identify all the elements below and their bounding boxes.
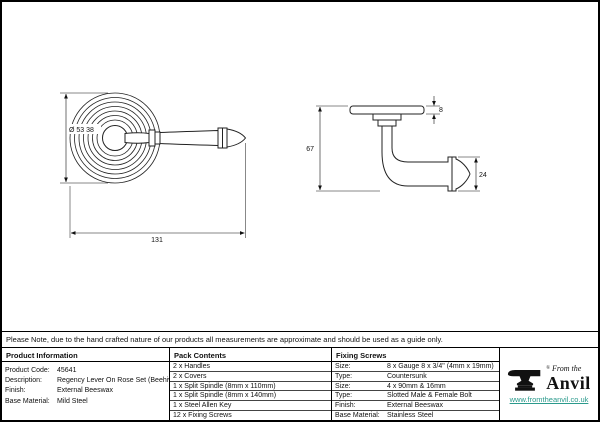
row-label: Finish: [335,402,356,410]
lever-front [124,127,247,149]
row-value: Countersunk [387,372,427,380]
side-view [349,105,471,192]
product-info-header: Product Information [2,348,169,362]
table-row: Base Material: Stainless Steel [332,411,499,420]
pack-item: 1 x Steel Allen Key [170,401,331,412]
pack-item: 12 x Fixing Screws [173,412,232,420]
row-value: External Beeswax [387,402,444,410]
table-row: Type: Countersunk [332,372,499,382]
fixing-screws-column: Fixing Screws Size: 8 x Gauge 8 x 3/4" (… [332,348,500,420]
table-row: Type: Slotted Male & Female Bolt [332,391,499,402]
registered-mark: ® [546,365,551,371]
drawing-area: Ø 53 38 131 67 8 24 [2,2,598,331]
front-view [69,92,247,184]
dim-length-label: 131 [151,237,163,244]
row-label: Product Code: [5,366,50,374]
dim-rose-diameter-label: Ø 53 38 [69,127,94,134]
row-label: Size: [335,362,351,370]
row-value: External Beeswax [57,387,114,395]
dim-height-label: 67 [306,146,314,153]
row-value: 4 x 90mm & 16mm [387,382,446,390]
dimension-lines [60,92,480,238]
spec-table: Product Information Product Code: 45641 … [2,348,598,420]
logo-cell: ® From the Anvil www.fromtheanvil.co.uk [500,348,598,420]
pack-item: 1 x Split Spindle (8mm x 110mm) [170,382,331,392]
dimension-labels: Ø 53 38 131 67 8 24 [67,107,487,244]
note-bar: Please Note, due to the hand crafted nat… [2,331,598,348]
row-label: Size: [335,382,351,390]
dim-thickness-label: 8 [439,107,443,114]
brand-anvil: Anvil [546,372,591,393]
row-label: Finish: [5,387,26,395]
table-row: Size: 8 x Gauge 8 x 3/4" (4mm x 19mm) [332,362,499,372]
row-value: Regency Lever On Rose Set (Beehive) [57,376,170,384]
brand-text: ® From the Anvil [546,363,591,393]
row-label: Type: [335,392,353,400]
product-info-body: Product Code: 45641 Description: Regency… [2,362,169,420]
fixing-screws-header: Fixing Screws [332,348,499,362]
row-value: Slotted Male & Female Bolt [387,392,472,400]
row-label: Base Material: [5,397,50,405]
website-link[interactable]: www.fromtheanvil.co.uk [509,394,589,404]
row-label: Base Material: [335,412,380,420]
brand-from-the: ® From the [546,363,582,373]
row-value: Stainless Steel [387,412,434,420]
table-row: Base Material: Mild Steel [2,396,169,406]
table-row: Description: Regency Lever On Rose Set (… [2,375,169,385]
table-row: Finish: External Beeswax [332,401,499,412]
brand-logo: ® From the Anvil [507,363,591,393]
pack-item: 1 x Split Spindle (8mm x 140mm) [170,391,331,402]
technical-drawing: Ø 53 38 131 67 8 24 [60,92,487,244]
dim-grip-label: 24 [479,172,487,179]
row-value: 45641 [57,366,77,374]
product-info-column: Product Information Product Code: 45641 … [2,348,170,420]
pack-item: 2 x Covers [170,372,331,382]
note-text: Please Note, due to the hand crafted nat… [6,335,443,344]
table-row: Size: 4 x 90mm & 16mm [332,382,499,392]
row-value: 8 x Gauge 8 x 3/4" (4mm x 19mm) [387,362,494,370]
anvil-icon [508,369,541,391]
pack-item: 2 x Handles [170,362,331,372]
row-label: Description: [5,376,42,384]
pack-contents-body: 2 x Handles 2 x Covers 1 x Split Spindle… [170,362,331,420]
table-row: Finish: External Beeswax [2,386,169,396]
pack-contents-header: Pack Contents [170,348,331,362]
table-row: Product Code: 45641 [2,365,169,375]
fixing-screws-body: Size: 8 x Gauge 8 x 3/4" (4mm x 19mm) Ty… [332,362,499,420]
pack-contents-column: Pack Contents 2 x Handles 2 x Covers 1 x… [170,348,332,420]
row-value: Mild Steel [57,397,88,405]
row-label: Type: [335,372,353,380]
